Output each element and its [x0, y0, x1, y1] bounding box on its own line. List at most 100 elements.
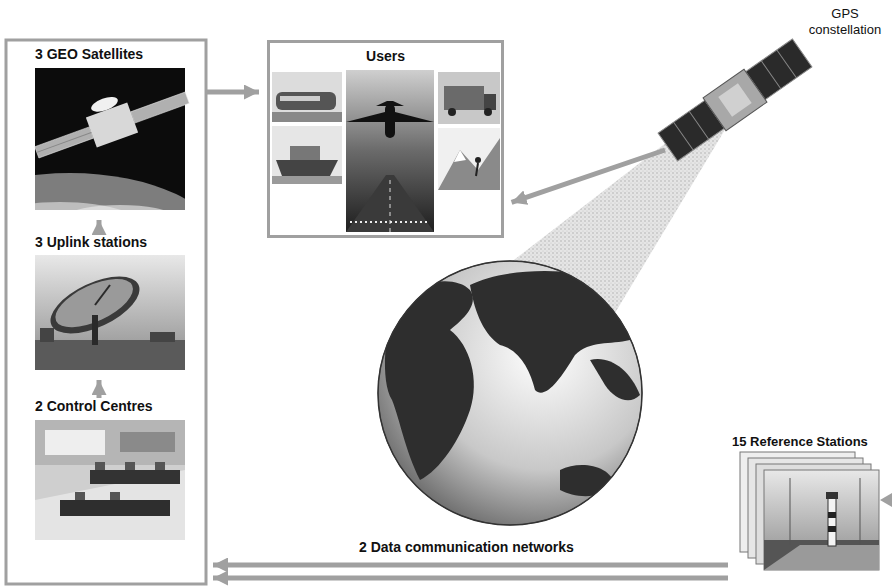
reference-station-photos — [790, 478, 791, 545]
uplink-station-photo — [40, 328, 54, 342]
users-photos — [444, 86, 484, 110]
incoming-arrow — [880, 493, 892, 507]
users-photos — [438, 128, 500, 190]
users-photos — [346, 70, 434, 232]
users-photos — [276, 92, 336, 110]
users-photos — [276, 160, 338, 176]
gps-satellite — [674, 122, 694, 150]
gps-satellite — [761, 61, 781, 89]
geo-satellite-photo — [27, 71, 192, 167]
uplink-stations-panel: 3 Uplink stations — [12, 232, 205, 372]
control-centre-photo — [90, 470, 180, 484]
users-photos — [272, 72, 342, 122]
geo-satellite-photo — [70, 205, 170, 210]
connector-guide — [99, 212, 100, 232]
geo-satellite-photo — [35, 173, 185, 210]
users-photos — [272, 176, 342, 184]
connector-arrow — [97, 220, 102, 232]
connector-guide — [504, 150, 665, 205]
control-centre-photo — [155, 462, 165, 470]
uplink-station-photo — [95, 285, 110, 305]
users-photos — [346, 101, 434, 138]
node-label: 2 Control Centres — [35, 398, 205, 415]
control-centres-panel: 2 Control Centres — [12, 398, 205, 582]
node-label: 3 GEO Satellites — [35, 46, 205, 63]
control-centre-photo — [35, 420, 185, 540]
uplink-station-photo — [35, 255, 185, 370]
control-centre-photo — [75, 492, 85, 500]
geo-satellite-photo — [131, 92, 190, 123]
reference-station-photos — [764, 545, 879, 570]
globe — [430, 264, 460, 276]
gps-constellation: GPS constellation — [665, 2, 890, 160]
geo-satellite-photo — [37, 133, 92, 153]
globe — [378, 261, 642, 525]
connector-arrow — [213, 576, 728, 581]
gps-satellite — [689, 111, 709, 139]
control-centre-photo — [35, 420, 185, 465]
uplink-station-photo — [42, 265, 148, 345]
users-photos — [438, 72, 500, 124]
users-photos — [272, 70, 500, 232]
connector-guide — [205, 565, 728, 566]
control-centre-photo — [45, 430, 105, 455]
uplink-station-photo — [35, 340, 185, 370]
gps-satellite — [777, 50, 797, 78]
uplink-station-photo — [42, 265, 148, 345]
users-box: Users — [267, 40, 504, 238]
users-photos — [346, 175, 434, 232]
users-photos — [350, 221, 430, 223]
control-centre-photo — [120, 432, 175, 452]
node-label: 15 Reference Stations — [732, 434, 888, 450]
users-photos — [484, 108, 492, 116]
reference-station-photos — [828, 498, 836, 546]
users-photos — [438, 138, 500, 190]
geo-satellites-panel: 3 GEO Satellites — [12, 46, 205, 212]
globe — [378, 261, 642, 525]
users-photos — [448, 108, 456, 116]
connector-guide — [205, 578, 728, 579]
incoming-arrow — [880, 493, 892, 507]
globe — [378, 261, 642, 525]
control-centre-photo — [110, 492, 120, 500]
globe — [590, 359, 640, 400]
connector-guide — [99, 372, 100, 398]
users-photos — [290, 146, 320, 160]
globe — [560, 465, 615, 496]
control-centre-photo — [35, 470, 185, 540]
globe — [385, 281, 474, 480]
reference-station-photos — [764, 470, 879, 570]
users-photos — [376, 101, 404, 106]
control-centre-photo — [95, 462, 105, 470]
node-label: GPS constellation — [804, 6, 886, 37]
users-photos — [272, 112, 342, 122]
geo-satellite-photo — [35, 173, 185, 210]
users-photos — [475, 157, 481, 163]
reference-station-photos — [828, 512, 836, 518]
reference-station-photos — [828, 526, 836, 532]
control-centre-photo — [125, 462, 135, 470]
control-centre-photo — [60, 500, 170, 516]
users-photos — [280, 96, 320, 101]
uplink-station-photo — [150, 332, 175, 342]
users-photos — [454, 150, 466, 162]
reference-station-photos — [740, 452, 879, 570]
group-frame — [6, 40, 206, 584]
users-photos — [272, 126, 342, 184]
gps-satellite — [718, 83, 751, 116]
connector-label: 2 Data communication networks — [355, 539, 578, 556]
gps-satellite — [656, 37, 813, 164]
connector-arrow — [205, 90, 259, 95]
node-label: Users — [270, 48, 501, 65]
users-photos — [476, 163, 478, 176]
control-centre-photo — [35, 420, 185, 540]
gps-satellite — [703, 69, 767, 130]
connector-arrow — [97, 380, 102, 398]
reference-station-photos — [860, 478, 861, 545]
uplink-station-photo — [35, 255, 185, 370]
users-photos — [390, 180, 391, 232]
reference-stations: 15 Reference Stations — [728, 430, 888, 585]
reference-station-photos — [764, 540, 879, 570]
